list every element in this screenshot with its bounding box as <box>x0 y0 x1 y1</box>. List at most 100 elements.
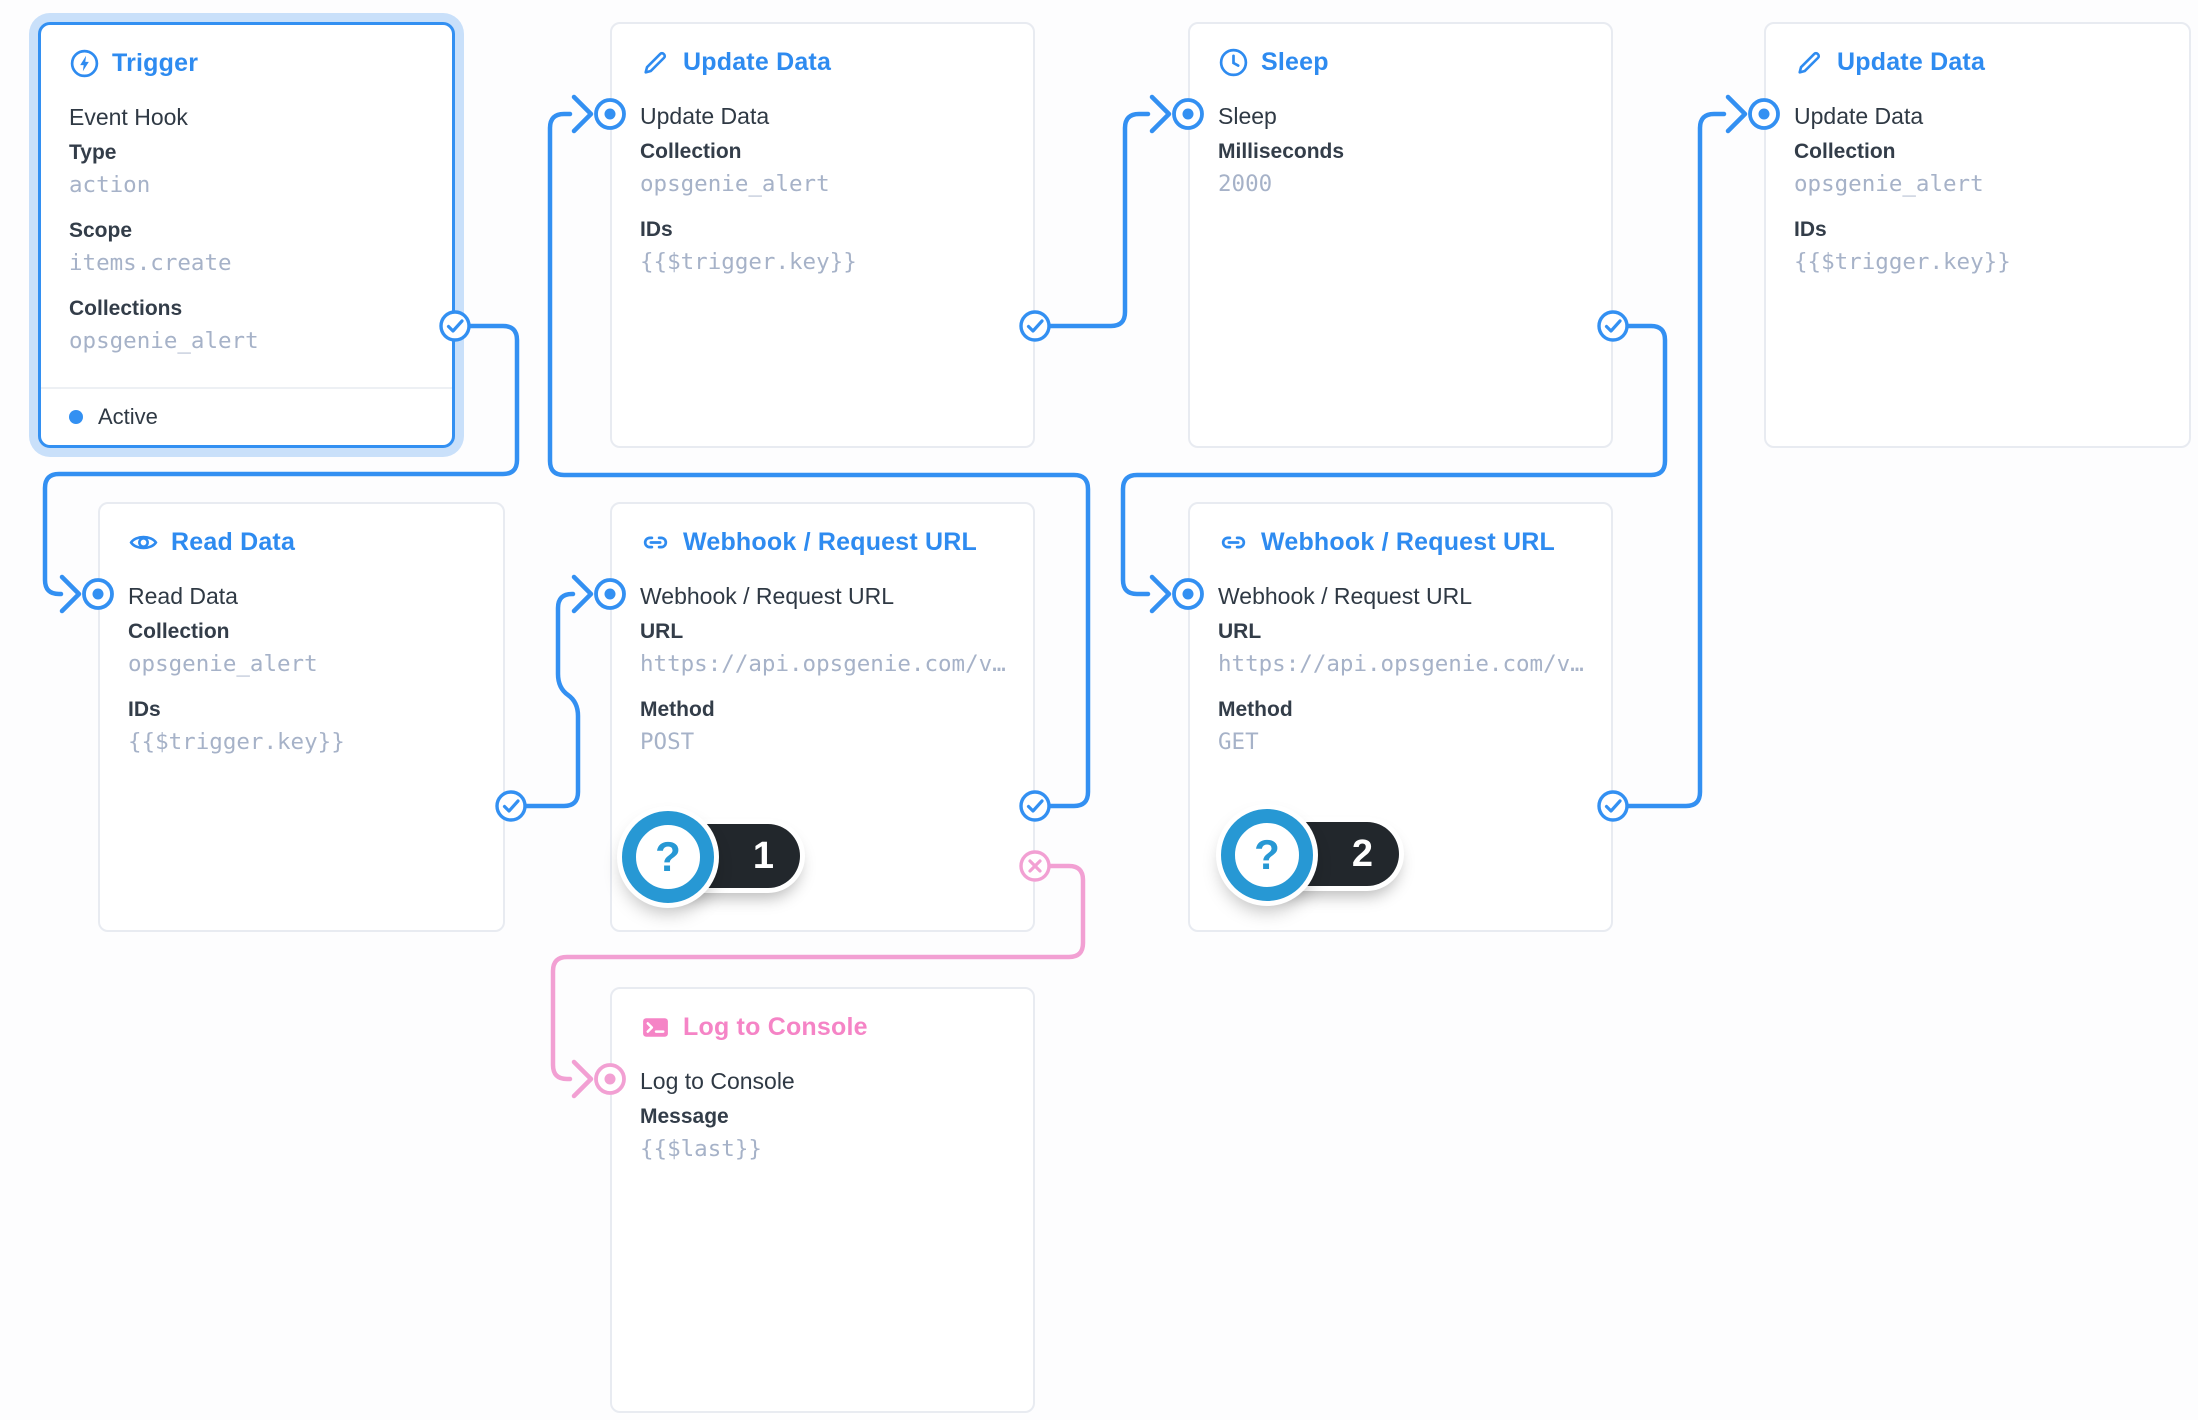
field-value: https://api.opsgenie.com/v… <box>1218 651 1583 677</box>
input-port-icon[interactable] <box>1170 576 1206 612</box>
field-label: Scope <box>69 219 133 242</box>
field-label: Method <box>640 698 715 721</box>
node-title: Webhook / Request URL <box>683 527 978 556</box>
bolt-circle-icon <box>70 49 99 77</box>
field-label: IDs <box>128 698 161 721</box>
field-value: {{$trigger.key}} <box>640 249 857 275</box>
pencil-icon <box>1798 51 1821 74</box>
field-label: IDs <box>1794 218 1827 241</box>
active-status-dot-icon <box>69 410 83 424</box>
question-badge[interactable]: ? <box>1221 809 1313 901</box>
node-card-read-data[interactable]: Read Data Read Data Collection opsgenie_… <box>98 502 505 932</box>
node-name: Event Hook <box>69 104 188 130</box>
connection-update-data-to-sleep <box>1046 111 1151 329</box>
node-title: Log to Console <box>683 1012 868 1041</box>
question-badge[interactable]: ? <box>622 811 714 903</box>
field-label: Milliseconds <box>1218 140 1345 163</box>
node-header: Webhook / Request URL <box>612 504 1033 560</box>
eye-icon <box>129 535 158 549</box>
field-label: URL <box>1218 620 1262 643</box>
arrowhead-icon <box>571 1059 594 1099</box>
badge-count: 2 <box>1351 832 1373 875</box>
badge-count: 1 <box>752 834 774 877</box>
input-port-icon[interactable] <box>592 96 628 132</box>
node-title: Read Data <box>171 527 296 556</box>
input-port-icon[interactable] <box>1746 96 1782 132</box>
node-card-sleep[interactable]: Sleep Sleep Milliseconds 2000 <box>1188 22 1613 448</box>
input-port-icon[interactable] <box>592 576 628 612</box>
node-header: Read Data <box>100 504 503 560</box>
input-port-icon[interactable] <box>1170 96 1206 132</box>
field-value: {{$last}} <box>640 1136 762 1162</box>
connection-read-data-to-webhook-post <box>522 591 581 809</box>
node-name: Update Data <box>640 103 770 129</box>
arrowhead-icon <box>571 94 594 134</box>
question-mark-icon: ? <box>1254 831 1280 878</box>
node-card-log-to-console[interactable]: Log to Console Log to Console Message {{… <box>610 987 1035 1413</box>
field-label: Method <box>1218 698 1293 721</box>
input-port-icon[interactable] <box>592 1061 628 1097</box>
field-value: opsgenie_alert <box>1794 171 1984 197</box>
node-header: Trigger <box>41 25 452 81</box>
resolve-port-icon[interactable] <box>1017 308 1053 344</box>
node-header: Log to Console <box>612 989 1033 1045</box>
arrowhead-icon <box>59 574 82 614</box>
pencil-icon <box>644 51 667 74</box>
field-label: IDs <box>640 218 673 241</box>
node-header: Sleep <box>1190 24 1611 80</box>
field-value: POST <box>640 729 695 755</box>
terminal-icon <box>643 1017 668 1037</box>
node-title: Webhook / Request URL <box>1261 527 1556 556</box>
field-value: opsgenie_alert <box>128 651 318 677</box>
field-value: {{$trigger.key}} <box>1794 249 2011 275</box>
node-name: Sleep <box>1218 103 1277 129</box>
question-mark-icon: ? <box>655 833 681 880</box>
field-value: GET <box>1218 729 1259 755</box>
node-card-trigger[interactable]: Trigger Event Hook Type action Scope ite… <box>38 22 455 448</box>
field-label: Message <box>640 1105 729 1128</box>
link-icon <box>643 536 668 548</box>
resolve-port-icon[interactable] <box>1017 788 1053 824</box>
field-label: Collection <box>128 620 230 643</box>
node-name: Webhook / Request URL <box>640 583 894 609</box>
field-value: items.create <box>69 250 232 276</box>
trigger-status-footer: Active <box>41 387 452 445</box>
arrowhead-icon <box>1149 574 1172 614</box>
arrowhead-icon <box>1149 94 1172 134</box>
resolve-port-icon[interactable] <box>1595 308 1631 344</box>
field-value: opsgenie_alert <box>69 328 259 354</box>
node-header: Webhook / Request URL <box>1190 504 1611 560</box>
node-title: Update Data <box>683 47 832 76</box>
field-label: Collections <box>69 297 183 320</box>
node-name: Log to Console <box>640 1068 795 1094</box>
node-name: Read Data <box>128 583 238 609</box>
status-badge: Active <box>98 404 158 429</box>
node-card-update-data-2[interactable]: Update Data Update Data Collection opsge… <box>1764 22 2191 448</box>
arrowhead-icon <box>1725 94 1748 134</box>
field-label: Type <box>69 141 117 164</box>
field-value: 2000 <box>1218 171 1273 197</box>
node-card-update-data-1[interactable]: Update Data Update Data Collection opsge… <box>610 22 1035 448</box>
node-header: Update Data <box>612 24 1033 80</box>
field-value: https://api.opsgenie.com/v… <box>640 651 1005 677</box>
field-value: {{$trigger.key}} <box>128 729 345 755</box>
node-title: Update Data <box>1837 47 1986 76</box>
resolve-port-icon[interactable] <box>437 308 473 344</box>
node-header: Update Data <box>1766 24 2189 80</box>
node-name: Update Data <box>1794 103 1924 129</box>
link-icon <box>1221 536 1246 548</box>
field-value: opsgenie_alert <box>640 171 830 197</box>
reject-port-icon[interactable] <box>1017 848 1053 884</box>
resolve-port-icon[interactable] <box>493 788 529 824</box>
field-value: action <box>69 172 151 198</box>
node-name: Webhook / Request URL <box>1218 583 1472 609</box>
connection-webhook-get-to-update-data <box>1624 111 1727 809</box>
node-title: Trigger <box>112 48 199 77</box>
clock-icon <box>1219 48 1248 76</box>
node-title: Sleep <box>1261 47 1329 76</box>
input-port-icon[interactable] <box>80 576 116 612</box>
field-label: URL <box>640 620 684 643</box>
field-label: Collection <box>640 140 742 163</box>
arrowhead-icon <box>571 574 594 614</box>
resolve-port-icon[interactable] <box>1595 788 1631 824</box>
